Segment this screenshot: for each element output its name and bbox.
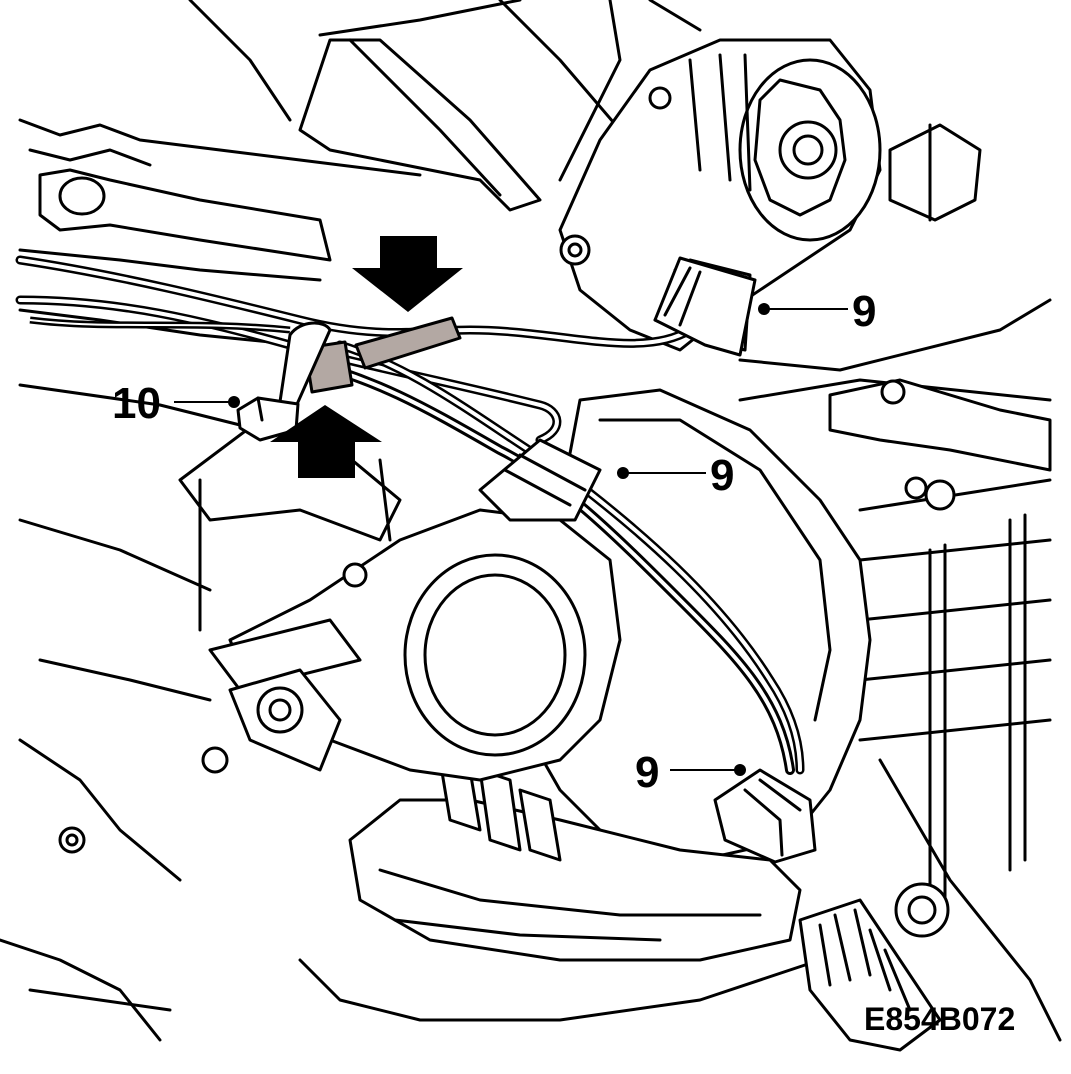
connector-lower bbox=[713, 768, 817, 864]
wiring-harness bbox=[15, 255, 805, 775]
connector-middle bbox=[478, 438, 602, 522]
leader-lines bbox=[174, 303, 848, 776]
callout-10-top-left: 10 bbox=[112, 379, 161, 428]
callout-9-bottom: 9 bbox=[635, 748, 659, 797]
right-frame-grille bbox=[738, 298, 1062, 1042]
flex-hose bbox=[798, 898, 942, 1052]
figure-id: E854B072 bbox=[864, 1001, 1015, 1037]
indicator-arrows bbox=[270, 236, 463, 478]
callout-9-top-right: 9 bbox=[852, 287, 876, 336]
arrow-down-icon bbox=[352, 236, 463, 312]
upper-actuator bbox=[558, 38, 982, 352]
background-structure bbox=[0, 0, 702, 1042]
callout-9-middle: 9 bbox=[710, 451, 734, 500]
arrow-up-icon bbox=[270, 405, 382, 478]
connector-upper bbox=[653, 256, 757, 357]
connectors bbox=[478, 256, 817, 864]
harness-tape-wrap bbox=[354, 316, 462, 370]
blower-motor bbox=[58, 418, 622, 854]
